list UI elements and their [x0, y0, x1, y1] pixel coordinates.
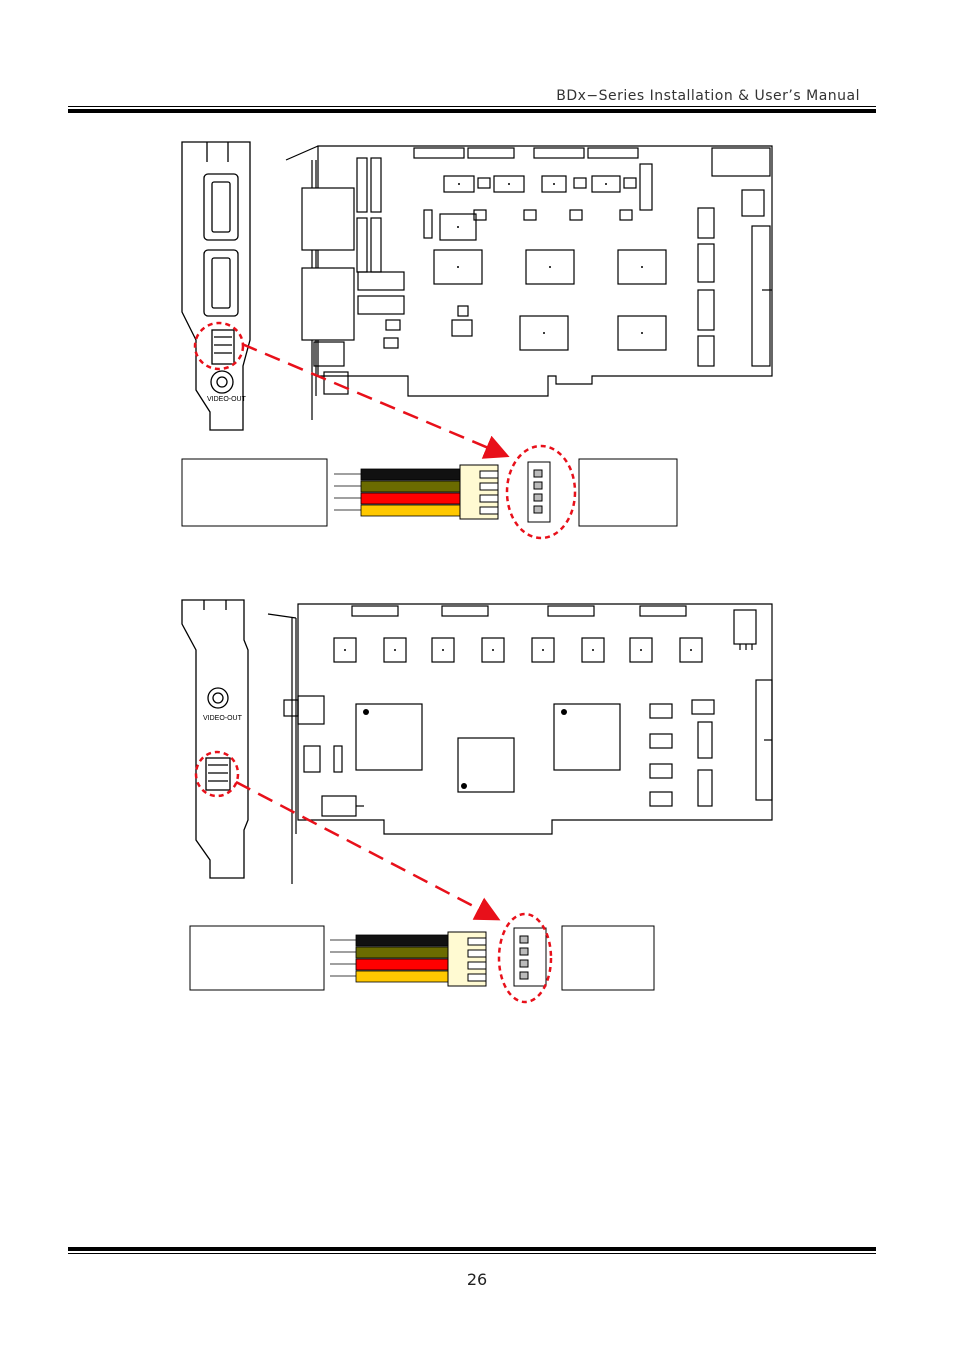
- top-board-outline: [285, 145, 773, 420]
- bottom-cable-connector: [447, 931, 487, 987]
- top-cable-left-box: [181, 458, 328, 527]
- top-callout-arrow: [241, 342, 510, 459]
- top-cable-connector: [459, 464, 499, 520]
- bottom-bracket-callout: [194, 750, 240, 798]
- manual-title: BDx−Series Installation & User’s Manual: [556, 88, 860, 104]
- bottom-capture-card-figure: VIDEO-OUT: [181, 599, 773, 1004]
- top-board-pins: [457, 183, 643, 334]
- bottom-board-pins: [344, 649, 692, 789]
- bottom-video-out-label: VIDEO-OUT: [203, 715, 243, 722]
- bottom-header-callout: [497, 912, 553, 1004]
- top-capture-card-figure: VIDEO-OUT: [181, 141, 773, 540]
- top-video-out-label: VIDEO-OUT: [207, 396, 247, 403]
- bottom-board-outline: [267, 603, 773, 884]
- bottom-cable-right-box: [561, 925, 655, 991]
- footer-rule-thick: [68, 1247, 876, 1251]
- header-rule: [68, 106, 876, 107]
- bottom-mounting-bracket: [181, 599, 249, 879]
- top-mounting-bracket: [181, 141, 251, 431]
- bottom-cable-wires: [330, 934, 449, 983]
- top-board-header: [527, 461, 551, 523]
- top-cable-right-box: [578, 458, 678, 527]
- bottom-callout-arrow: [235, 780, 501, 921]
- top-header-callout: [505, 444, 577, 540]
- bottom-cable-left-box: [189, 925, 325, 991]
- page-number: 26: [466, 1270, 488, 1289]
- bottom-board-header: [513, 927, 547, 987]
- footer-rule: [68, 1253, 876, 1254]
- header-rule-thick: [68, 109, 876, 113]
- top-cable-wires: [334, 468, 461, 517]
- top-bracket-callout: [193, 321, 245, 371]
